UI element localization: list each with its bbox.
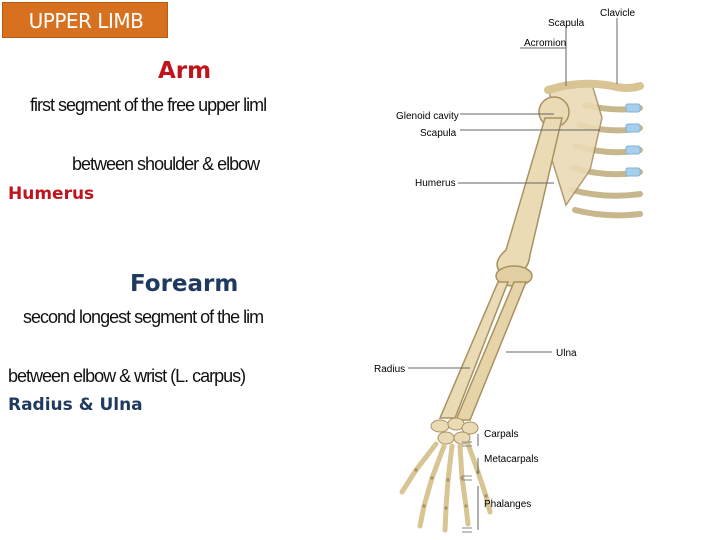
hand-joint-marks [414, 468, 488, 510]
arm-heading: Arm [158, 58, 212, 84]
hand-bones [399, 441, 493, 533]
rib-cartilage [625, 103, 641, 177]
label-humerus: Humerus [415, 178, 456, 189]
ulna-bone [454, 281, 528, 421]
tick-marks [462, 441, 472, 533]
title-badge: UPPER LIMB [2, 2, 168, 38]
humerus-bone [496, 117, 563, 273]
leader-lines [408, 18, 618, 530]
upper-limb-skeleton-illustration: Scapula Clavicle Acromion Glenoid cavity… [374, 8, 644, 533]
label-metacarpals: Metacarpals [484, 454, 538, 465]
label-ulna: Ulna [556, 348, 577, 359]
label-radius: Radius [374, 364, 405, 375]
forearm-location: between elbow & wrist (L. carpus) [8, 366, 246, 386]
arm-bone: Humerus [8, 184, 95, 204]
label-clavicle: Clavicle [600, 8, 635, 19]
arm-definition: first segment of the free upper liml [30, 95, 267, 115]
title-badge-label: UPPER LIMB [28, 9, 144, 33]
label-glenoid-cavity: Glenoid cavity [396, 111, 459, 122]
carpal-bones [430, 417, 479, 445]
forearm-bones: Radius & Ulna [8, 395, 143, 415]
label-acromion: Acromion [524, 38, 566, 49]
label-scapula: Scapula [420, 128, 457, 139]
label-phalanges: Phalanges [484, 499, 531, 510]
label-scapula-top: Scapula [548, 18, 585, 29]
label-carpals: Carpals [484, 429, 518, 440]
forearm-definition: second longest segment of the lim [23, 307, 264, 327]
arm-location: between shoulder & elbow [72, 154, 260, 174]
forearm-heading: Forearm [130, 271, 239, 297]
